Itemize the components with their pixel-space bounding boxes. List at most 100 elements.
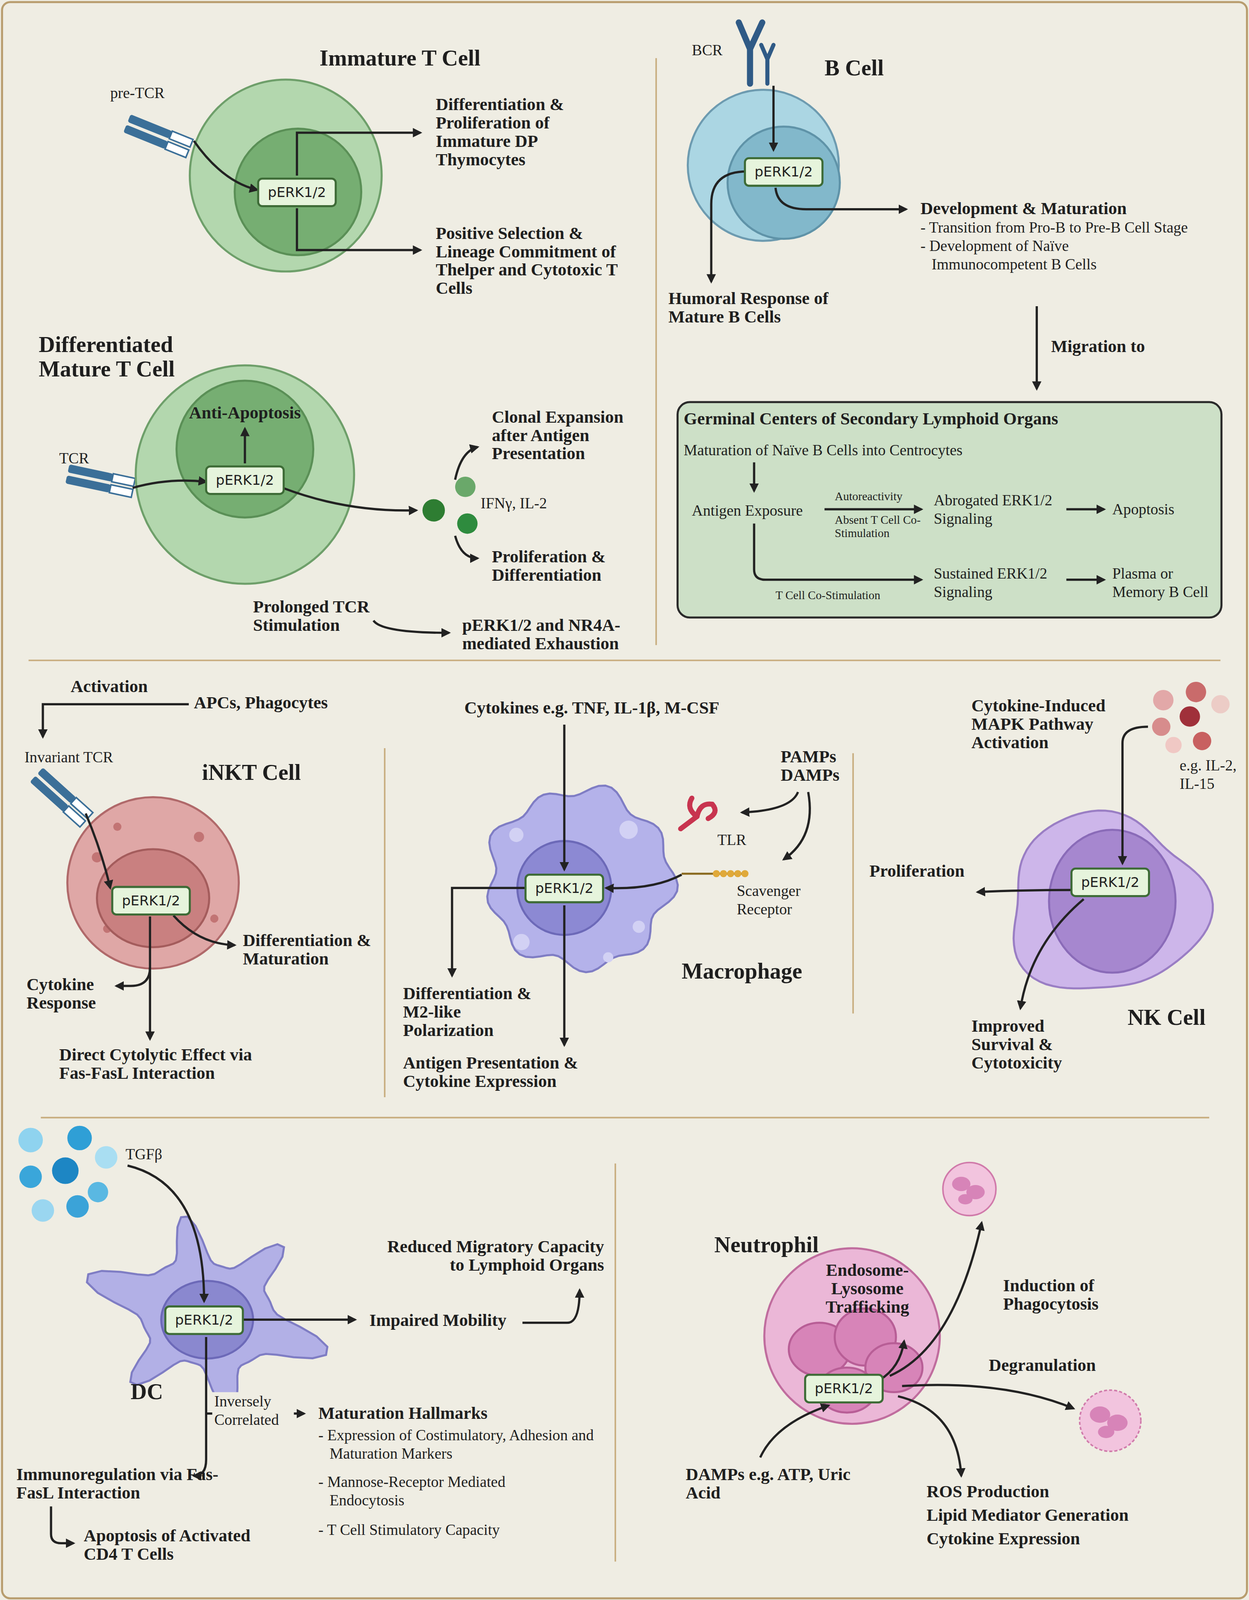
cell-title: Immature T Cell (298, 45, 503, 71)
text-holder: Induction of Phagocytosis (1003, 1276, 1126, 1314)
cell-text: Endosome-Lysosome Trafficking (816, 1261, 919, 1317)
label: Inversely Correlated (212, 1392, 295, 1429)
arrow (373, 620, 449, 633)
text-holder: Antigen Exposure (691, 500, 835, 520)
text-holder: Cytokines e.g. TNF, IL-1β, M-CSF (438, 698, 746, 718)
text-holder: Proliferation & Differentiation (491, 548, 625, 585)
label: ROS Production (926, 1482, 1151, 1502)
label: - Development of Naïve Immunocompetent B… (920, 236, 1125, 274)
tgfb-dot (19, 1165, 42, 1188)
cell-part (1049, 829, 1176, 973)
cell-part (161, 1280, 254, 1359)
arrow (522, 1289, 580, 1323)
text-holder: Germinal Centers of Secondary Lymphoid O… (683, 410, 1215, 429)
text-holder: BCR (691, 40, 743, 60)
perk-box: pERK1/2 (257, 176, 337, 207)
text-holder: DAMPs e.g. ATP, Uric Acid (685, 1465, 870, 1503)
label: Lipid Mediator Generation (926, 1506, 1151, 1525)
neutrophil-icon (958, 1193, 973, 1205)
label: Cytokine-Induced MAPK Pathway Activation (971, 697, 1110, 753)
tlr-receptor (697, 803, 716, 819)
text-holder: Cytokine-Induced MAPK Pathway Activation (971, 697, 1110, 753)
arrow (897, 1395, 962, 1476)
text-holder: Cytokine Response (26, 975, 114, 1013)
label: Activation (47, 677, 171, 696)
text-holder: NK Cell (1127, 1004, 1230, 1030)
text-holder: - T Cell Stimulatory Capacity (318, 1520, 610, 1539)
label: TCR (59, 449, 111, 468)
perk-label: pERK1/2 (535, 879, 594, 897)
text-holder: Apoptosis (1112, 500, 1205, 519)
text-holder: Inversely Correlated (212, 1392, 295, 1429)
bcr-antibody (761, 44, 774, 84)
bcr-antibody (738, 22, 763, 84)
label: Scavenger Receptor (736, 881, 839, 919)
arrow (783, 791, 810, 859)
cell-text: Autoreactivity (834, 489, 927, 504)
label: Reduced Migratory Capacity to Lymphoid O… (379, 1237, 605, 1275)
tcr-receptor (123, 114, 194, 158)
label: Prolonged TCR Stimulation (253, 598, 381, 635)
bcr-antibody (738, 22, 774, 84)
label: Differentiation & M2-like Polarization (402, 984, 546, 1041)
text-holder: Differentiation & Proliferation of Immat… (435, 95, 589, 170)
arrow (772, 85, 775, 150)
neutrophil-icon (1097, 1425, 1115, 1438)
text-holder: Autoreactivity (834, 489, 927, 504)
label: Apoptosis of Activated CD4 T Cells (83, 1526, 268, 1564)
cell-title: Neutrophil (714, 1232, 847, 1258)
label: Proliferation & Differentiation (491, 548, 625, 585)
text-holder: Absent T Cell Co-Stimulation (834, 513, 922, 540)
text-holder: Invariant TCR (24, 748, 147, 767)
scavenger-receptor (741, 870, 749, 878)
text-holder: Degranulation (988, 1356, 1122, 1375)
label: Invariant TCR (24, 748, 147, 767)
label: TLR (717, 830, 758, 850)
label: Humoral Response of Mature B Cells (668, 289, 853, 327)
cytokine-dot (455, 476, 476, 498)
cytokine-dot (422, 476, 478, 534)
text-holder: Sustained ERK1/2 Signaling (933, 564, 1067, 602)
macrophage-cell: MacrophagepERK1/2 (475, 773, 684, 984)
text-holder: Macrophage (681, 959, 835, 984)
text-holder: Apoptosis of Activated CD4 T Cells (83, 1526, 268, 1564)
label: Positive Selection & Lineage Commitment … (435, 224, 625, 299)
perk-label: pERK1/2 (268, 183, 327, 201)
label: Differentiation & Maturation (242, 931, 381, 969)
cell-part (189, 79, 382, 272)
label: BCR (691, 40, 743, 60)
cell-part (91, 852, 102, 863)
text-holder: Scavenger Receptor (736, 881, 839, 919)
arrow (42, 703, 189, 737)
nk-cell: NK CellpERK1/2 (995, 804, 1215, 1004)
label: - Expression of Costimulatory, Adhesion … (318, 1425, 610, 1463)
perk-box: pERK1/2 (205, 465, 285, 495)
nk-cytokine-dot (1192, 731, 1212, 751)
text-holder: Immature T Cell (298, 45, 503, 71)
label: pre-TCR (110, 83, 192, 102)
cell-part (234, 128, 362, 256)
cell-outline (66, 795, 240, 970)
label: Cytokines e.g. TNF, IL-1β, M-CSF (438, 698, 746, 718)
text-holder: APCs, Phagocytes (193, 694, 358, 713)
tgfb-dot (52, 1157, 79, 1184)
tgfb-dot (67, 1125, 92, 1151)
tgfb-dot (66, 1195, 89, 1218)
divider-line (852, 753, 855, 1014)
text-holder: Differentiation & Maturation (242, 931, 381, 969)
arrow (242, 1318, 355, 1321)
text-holder: - Development of Naïve Immunocompetent B… (920, 236, 1125, 274)
text-holder: Impaired Mobility (369, 1311, 523, 1330)
text-holder: Direct Cytolytic Effect via Fas-FasL Int… (59, 1046, 279, 1083)
text-holder: Endosome-Lysosome Trafficking (816, 1261, 919, 1317)
cell-text: T Cell Co-Stimulation (775, 588, 919, 603)
cell-part (602, 952, 614, 963)
cell-title: Germinal Centers of Secondary Lymphoid O… (683, 410, 1215, 429)
text-holder: ROS Production (926, 1482, 1151, 1502)
divider-line (28, 659, 1221, 662)
label: PAMPs DAMPs (780, 748, 853, 785)
text-holder: Plasma or Memory B Cell (1112, 564, 1220, 602)
cell-part (513, 933, 530, 951)
nk-cytokine-dot (1152, 717, 1171, 736)
